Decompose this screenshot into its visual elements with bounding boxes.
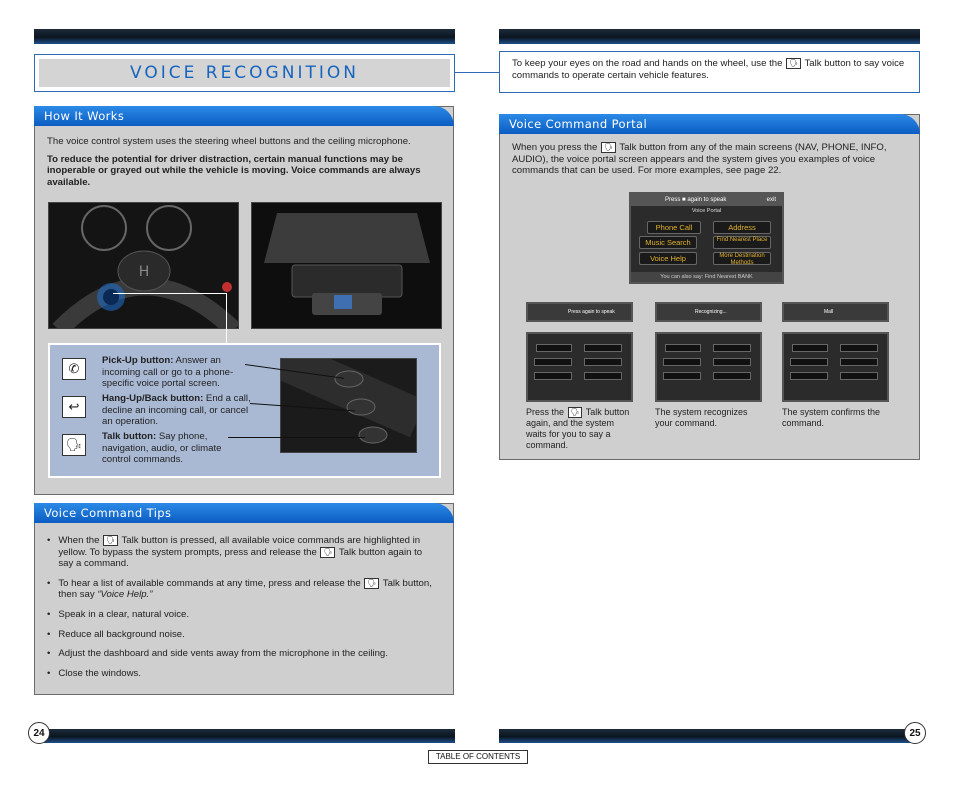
steering-wheel-photo: H (48, 202, 239, 329)
title-box: VOICE RECOGNITION (34, 54, 455, 92)
music-search-button[interactable]: Music Search (639, 236, 697, 249)
title-connector (455, 72, 500, 73)
voice-help-button[interactable]: Voice Help (639, 252, 697, 265)
step-bar: Mall (782, 302, 889, 322)
portal-section: Voice Command Portal When you press the … (499, 114, 920, 460)
footer-bar-right (499, 729, 920, 743)
pickup-desc: Pick-Up button: Answer an incoming call … (102, 355, 234, 390)
tip-item: •Adjust the dashboard and side vents awa… (47, 648, 388, 660)
tip-item: •Close the windows. (47, 667, 142, 679)
talk-icon: 🗣 (62, 434, 86, 456)
tips-tab: Voice Command Tips (34, 503, 454, 523)
talk-icon: 🗣 (786, 58, 801, 69)
step-caption: The system confirms the command. (782, 407, 881, 428)
more-methods-button[interactable]: More Destination Methods (713, 252, 771, 266)
talk-icon: 🗣 (103, 535, 118, 546)
step-caption: The system recognizes your command. (655, 407, 748, 428)
page-number-left: 24 (28, 722, 50, 744)
hangup-desc: Hang-Up/Back button: End a call, decline… (102, 393, 251, 428)
page-number-right: 25 (904, 722, 926, 744)
portal-text: When you press the 🗣 Talk button from an… (512, 142, 887, 177)
talk-pointer (228, 437, 365, 438)
talk-icon: 🗣 (320, 546, 336, 558)
header-bar-left (34, 29, 455, 44)
how-intro: The voice control system uses the steeri… (47, 136, 411, 147)
callout-line-vertical (226, 293, 227, 345)
header-bar-right (499, 29, 920, 44)
tip-item: •Speak in a clear, natural voice. (47, 609, 190, 621)
ceiling-microphone-photo (251, 202, 442, 329)
how-it-works-tab: How It Works (34, 106, 454, 126)
tip-item: •To hear a list of available commands at… (47, 577, 432, 601)
hangup-icon: ↩ (62, 396, 86, 418)
phone-call-button[interactable]: Phone Call (647, 221, 701, 234)
pickup-icon: ✆ (62, 358, 86, 380)
how-warning: To reduce the potential for driver distr… (47, 153, 421, 188)
talk-desc: Talk button: Say phone, navigation, audi… (102, 431, 222, 466)
talk-icon: 🗣 (364, 577, 380, 589)
address-button[interactable]: Address (713, 221, 771, 234)
voice-portal-screen: Press ■ again to speak exit Voice Portal… (629, 192, 784, 284)
step-3: Mall The system confirms the command. (782, 302, 889, 429)
tip-item: •When the 🗣 Talk button is pressed, all … (47, 535, 423, 570)
footer-bar-left (34, 729, 455, 743)
callout-line (113, 293, 226, 294)
intro-box: To keep your eyes on the road and hands … (499, 51, 920, 93)
tips-section: Voice Command Tips •When the 🗣 Talk butt… (34, 503, 454, 695)
talk-icon: 🗣 (601, 142, 616, 153)
portal-tab: Voice Command Portal (499, 114, 920, 134)
step-screen (782, 332, 889, 402)
step-screen (526, 332, 633, 402)
step-1: Press again to speak Press the 🗣 Talk bu… (526, 302, 633, 451)
tip-item: •Reduce all background noise. (47, 628, 185, 640)
step-bar: Press again to speak (526, 302, 633, 322)
talk-icon: 🗣 (567, 407, 583, 419)
page-title: VOICE RECOGNITION (130, 63, 359, 83)
svg-text:H: H (139, 264, 150, 280)
step-bar: Recognizing... (655, 302, 762, 322)
find-nearest-button[interactable]: Find Nearest Place (713, 236, 771, 249)
step-caption: Press the 🗣 Talk button again, and the s… (526, 407, 630, 451)
table-of-contents-link[interactable]: TABLE OF CONTENTS (428, 750, 528, 764)
step-2: Recognizing... The system recognizes you… (655, 302, 762, 429)
step-screen (655, 332, 762, 402)
